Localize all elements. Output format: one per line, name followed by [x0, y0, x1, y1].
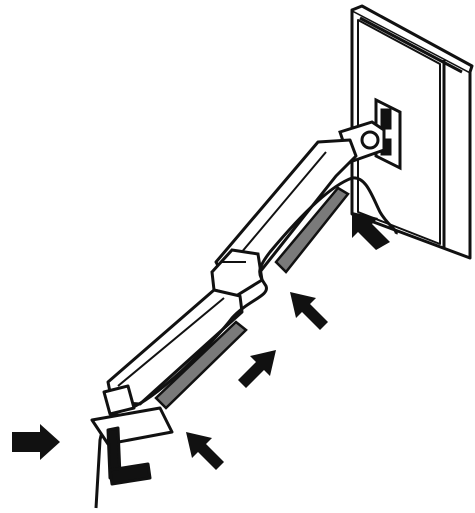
arrow-base-left [12, 424, 60, 460]
lower-arm-cable-cover [154, 320, 248, 410]
monitor [350, 4, 474, 260]
clamp-top [90, 406, 174, 446]
arrow-upper-arm [290, 292, 328, 330]
arrow-vesa-mount [352, 212, 390, 250]
base-clamp [90, 384, 174, 486]
arrow-base-right [186, 432, 224, 470]
lower-arm-edge [117, 297, 225, 387]
upper-arm-edge [229, 151, 327, 267]
clamp-bottom [108, 462, 152, 486]
monitor-side-edge [351, 4, 474, 73]
upper-arm-cable-cover [274, 186, 350, 274]
tilt-knob [360, 130, 380, 150]
base-pole [102, 384, 136, 416]
arrow-lower-arm [238, 350, 276, 388]
arrows [12, 212, 390, 470]
vesa-slot [380, 108, 392, 130]
